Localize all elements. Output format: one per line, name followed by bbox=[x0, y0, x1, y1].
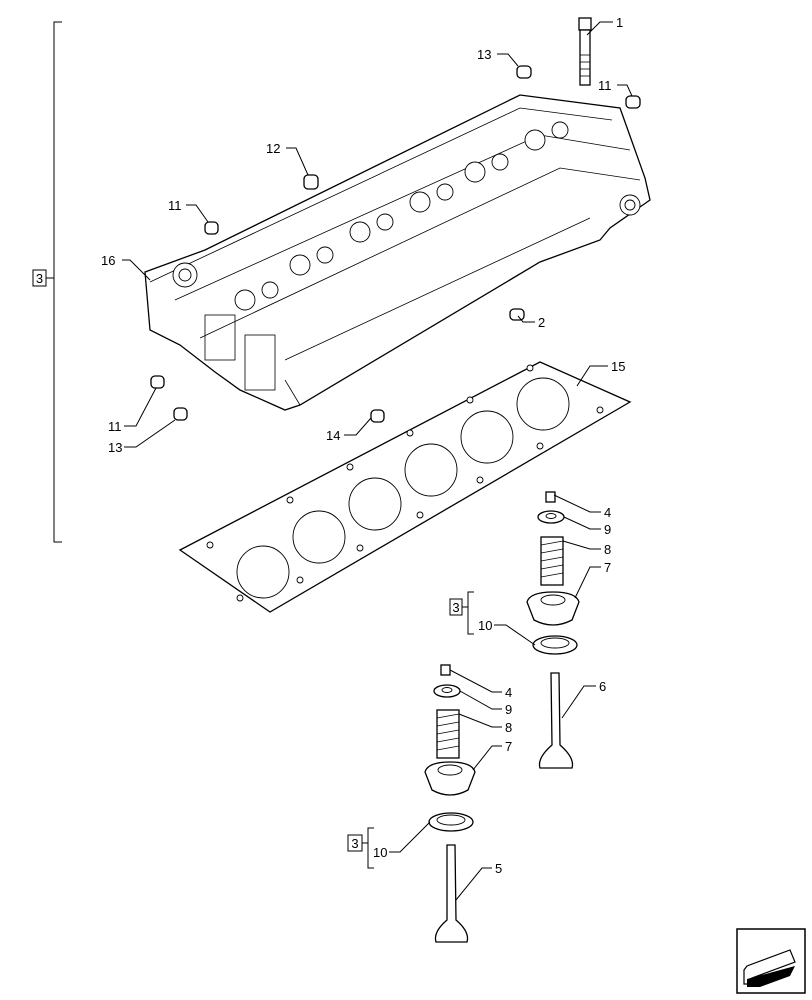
valve-spring-lower bbox=[436, 709, 460, 759]
callout-6: 6 bbox=[599, 679, 606, 694]
plug-11-right bbox=[625, 95, 641, 109]
callout-13-top: 13 bbox=[477, 47, 491, 62]
callout-16: 16 bbox=[101, 253, 115, 268]
callout-7-lower: 7 bbox=[505, 739, 512, 754]
plug-12 bbox=[303, 174, 319, 190]
plug-11-left bbox=[204, 221, 219, 235]
plug-2 bbox=[509, 308, 525, 321]
callout-4-upper: 4 bbox=[604, 505, 611, 520]
callout-12: 12 bbox=[266, 141, 280, 156]
head-gasket bbox=[178, 361, 632, 613]
valve-spring-upper bbox=[540, 536, 564, 586]
arrow-down-left-icon[interactable] bbox=[736, 928, 806, 994]
valve-assembly-upper bbox=[526, 491, 580, 769]
plug-13-top bbox=[516, 65, 532, 79]
callout-14: 14 bbox=[326, 428, 340, 443]
leader-lines bbox=[122, 21, 633, 901]
callout-15: 15 bbox=[611, 359, 625, 374]
callout-4-lower: 4 bbox=[505, 685, 512, 700]
plug-14 bbox=[370, 409, 385, 423]
callout-5: 5 bbox=[495, 861, 502, 876]
callout-11-lower: 11 bbox=[108, 419, 122, 434]
spring-seat-upper bbox=[526, 591, 580, 626]
valve-keeper-upper bbox=[545, 491, 556, 503]
cylinder-head bbox=[144, 94, 651, 411]
plugs bbox=[150, 65, 641, 423]
callout-11-right: 11 bbox=[598, 78, 612, 93]
callout-11-left: 11 bbox=[168, 198, 182, 213]
callout-labels: 1 2 4 4 5 6 7 7 8 8 9 9 10 10 11 11 11 1… bbox=[101, 15, 625, 876]
plug-11-lower bbox=[150, 375, 165, 389]
exhaust-valve bbox=[538, 672, 574, 769]
callout-9-lower: 9 bbox=[505, 702, 512, 717]
callout-13-lower: 13 bbox=[108, 440, 122, 455]
spring-seat-lower bbox=[424, 761, 476, 796]
head-bolt bbox=[578, 17, 592, 86]
valve-bores bbox=[234, 121, 569, 311]
callout-1: 1 bbox=[616, 15, 623, 30]
callout-9-upper: 9 bbox=[604, 522, 611, 537]
intake-valve bbox=[434, 844, 469, 943]
callout-10-lower: 10 bbox=[373, 845, 387, 860]
valve-lower-group-ref: 3 bbox=[351, 836, 358, 851]
plug-13-lower bbox=[173, 407, 188, 421]
main-group-bracket: 3 bbox=[32, 21, 62, 543]
callout-8-upper: 8 bbox=[604, 542, 611, 557]
callout-2: 2 bbox=[538, 315, 545, 330]
callout-10-upper: 10 bbox=[478, 618, 492, 633]
main-group-ref: 3 bbox=[36, 271, 43, 286]
callout-8-lower: 8 bbox=[505, 720, 512, 735]
valve-lower-bracket: 3 bbox=[347, 827, 374, 869]
valve-upper-group-ref: 3 bbox=[452, 600, 459, 615]
valve-upper-bracket: 3 bbox=[449, 591, 474, 635]
callout-7-upper: 7 bbox=[604, 560, 611, 575]
valve-keeper-lower bbox=[440, 664, 451, 676]
valve-assembly-lower bbox=[424, 664, 476, 943]
